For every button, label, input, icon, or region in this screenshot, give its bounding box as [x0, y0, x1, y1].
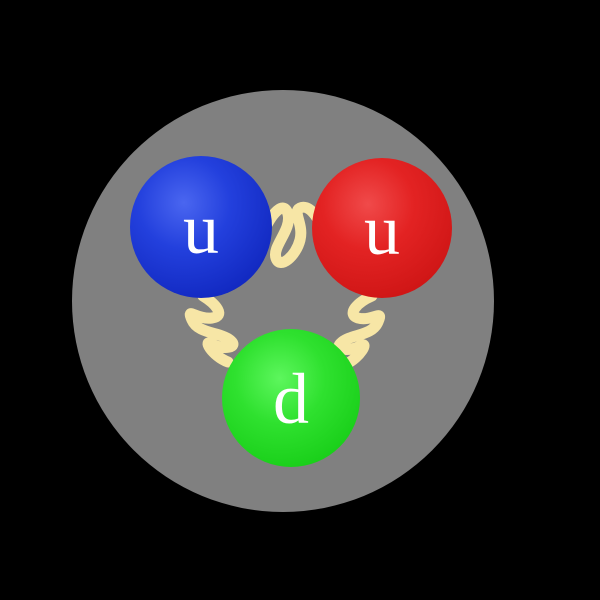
quark-up-red[interactable]: u: [312, 158, 452, 298]
quark-down-green-sphere[interactable]: [222, 329, 360, 467]
quark-down-green[interactable]: d: [222, 329, 360, 467]
gluon-group: [184, 201, 385, 370]
quark-up-blue[interactable]: u: [130, 156, 272, 298]
gluon-blue-green: [184, 290, 239, 368]
gluon-blue-red: [256, 201, 326, 268]
quark-up-red-label: u: [364, 190, 400, 270]
quark-down-green-label: d: [273, 359, 309, 439]
quark-up-blue-sphere[interactable]: [130, 156, 272, 298]
quark-up-blue-label: u: [183, 189, 219, 269]
gluon-red-green: [333, 290, 385, 370]
quark-up-red-sphere[interactable]: [312, 158, 452, 298]
